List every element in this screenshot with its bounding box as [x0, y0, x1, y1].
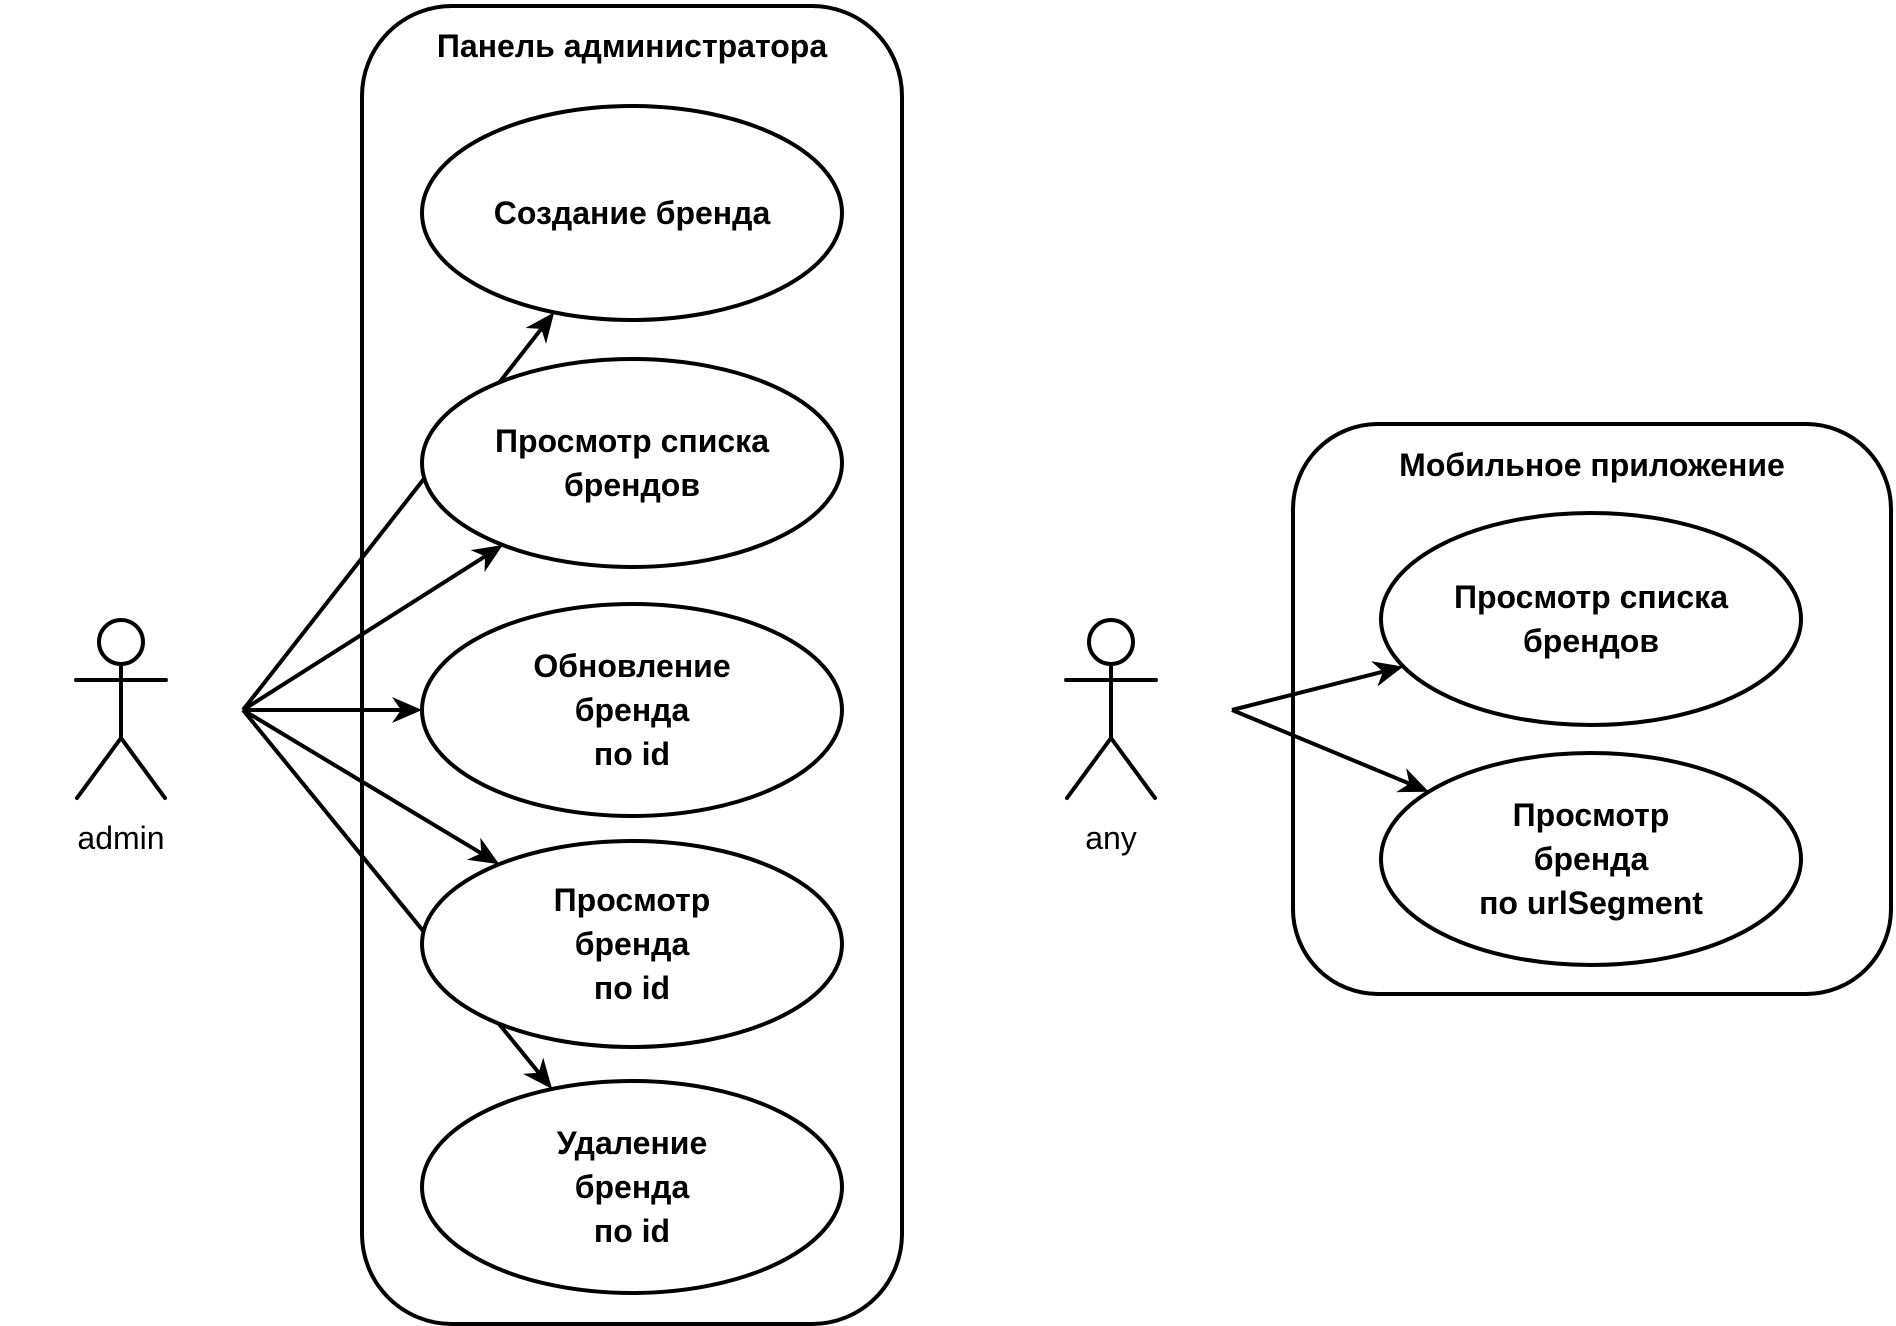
actor-admin[interactable]: admin	[74, 618, 168, 856]
use-case-label-line: Просмотр списка	[1454, 579, 1728, 615]
use-case-label-line: по id	[594, 970, 670, 1006]
use-case-uc-view-brand[interactable]: Просмотр бренда по id	[420, 839, 844, 1049]
use-case-label-line: бренда	[1534, 841, 1649, 877]
arrowhead	[523, 1057, 553, 1089]
association-line	[1231, 708, 1411, 786]
use-case-label-line: Просмотр списка	[495, 423, 769, 459]
use-case-uc-create-brand[interactable]: Создание бренда	[420, 104, 844, 322]
use-case-label-line: Удаление	[557, 1125, 708, 1161]
actor-left-leg	[1065, 736, 1113, 800]
use-case-ellipse	[420, 839, 844, 1049]
association-any-to-uc-mobile-view-brand	[1231, 708, 1429, 793]
use-case-uc-update-brand[interactable]: Обновление бренда по id	[420, 602, 844, 818]
use-case-uc-list-brands[interactable]: Просмотр списка брендов	[420, 357, 844, 569]
use-case-label-line: Обновление	[533, 648, 730, 684]
actor-head	[97, 618, 145, 666]
actor-right-leg	[119, 736, 167, 800]
use-case-uc-delete-brand[interactable]: Удаление бренда по id	[420, 1079, 844, 1295]
arrowhead	[1396, 768, 1429, 793]
use-case-ellipse	[420, 602, 844, 818]
use-case-label-line: брендов	[564, 467, 700, 503]
actor-any[interactable]: any	[1064, 618, 1158, 856]
actor-right-leg	[1109, 736, 1157, 800]
use-case-label-line: бренда	[575, 1169, 690, 1205]
use-case-label-line: по id	[594, 736, 670, 772]
association-line	[241, 554, 487, 712]
actor-head	[1087, 618, 1135, 666]
use-case-ellipse	[420, 104, 844, 322]
association-line	[1231, 669, 1384, 712]
use-case-ellipse	[1379, 511, 1803, 727]
use-case-label-line: бренда	[575, 926, 690, 962]
actor-name: any	[1085, 820, 1137, 856]
use-case-ellipse	[420, 357, 844, 569]
association-any-to-uc-mobile-list-brands	[1231, 661, 1404, 712]
use-case-ellipse	[420, 1079, 844, 1295]
association-admin-to-uc-update-brand	[243, 697, 422, 723]
actor-left-leg	[75, 736, 123, 800]
association-admin-to-uc-view-brand	[241, 708, 500, 865]
boundary-title: Мобильное приложение	[1399, 447, 1785, 483]
arrowhead	[466, 837, 500, 865]
association-admin-to-uc-list-brands	[241, 545, 503, 712]
use-case-uc-mobile-list-brands[interactable]: Просмотр списка брендов	[1379, 511, 1803, 727]
arrowhead	[392, 697, 422, 723]
use-case-label-line: Просмотр	[1513, 797, 1670, 833]
use-case-label-line: Создание бренда	[494, 195, 771, 231]
use-case-uc-mobile-view-brand[interactable]: Просмотр бренда по urlSegment	[1379, 751, 1803, 967]
use-case-label-line: по urlSegment	[1479, 885, 1703, 921]
use-case-label-line: бренда	[575, 692, 690, 728]
use-case-label-line: по id	[594, 1213, 670, 1249]
use-case-ellipse	[1379, 751, 1803, 967]
arrowhead	[470, 545, 503, 573]
arrowhead	[1371, 661, 1404, 687]
use-case-label-line: брендов	[1523, 623, 1659, 659]
arrowhead	[525, 312, 555, 344]
use-case-label-line: Просмотр	[554, 882, 711, 918]
actor-name: admin	[77, 820, 164, 856]
association-line	[241, 708, 483, 856]
boundary-title: Панель администратора	[437, 28, 827, 64]
